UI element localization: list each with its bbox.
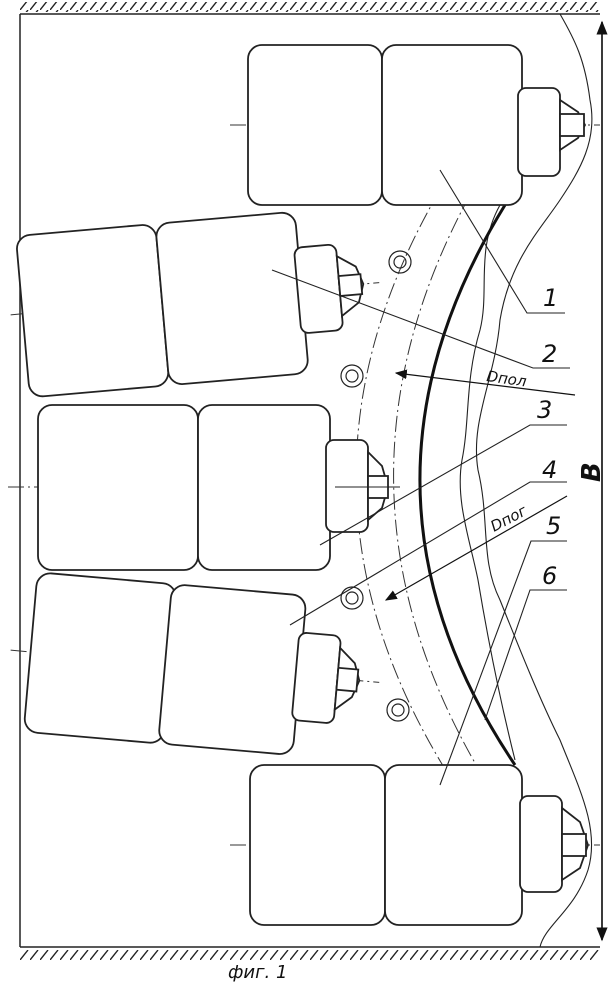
label-b: B: [577, 462, 607, 482]
machine-unit-4: [10, 572, 380, 755]
label-3: 3: [537, 396, 552, 424]
label-5: 5: [546, 512, 561, 540]
face-boundary: [475, 13, 593, 948]
label-1: 1: [543, 284, 558, 312]
support-rollers: [340, 250, 412, 722]
machine-unit-bottom: [230, 764, 600, 926]
label-4: 4: [542, 456, 557, 484]
inner-boundary: [459, 204, 516, 761]
face-arc: [418, 204, 517, 766]
bottom-ground-hatch: [20, 950, 600, 960]
label-d-pol: Dпол: [485, 367, 528, 390]
label-d-pog: Dпог: [487, 502, 529, 536]
machine-unit-2: [10, 211, 380, 398]
figure-caption: фиг. 1: [228, 962, 287, 983]
track-arc-outer: [393, 194, 486, 781]
d-pol-dimension: [394, 369, 576, 396]
machine-unit-top: [230, 44, 600, 206]
label-2: 2: [542, 340, 557, 368]
top-ground-hatch: [20, 2, 600, 12]
machine-unit-3: [8, 404, 400, 571]
label-6: 6: [542, 562, 557, 590]
d-pog-dimension: [384, 495, 568, 601]
leader-lines: [271, 169, 570, 786]
